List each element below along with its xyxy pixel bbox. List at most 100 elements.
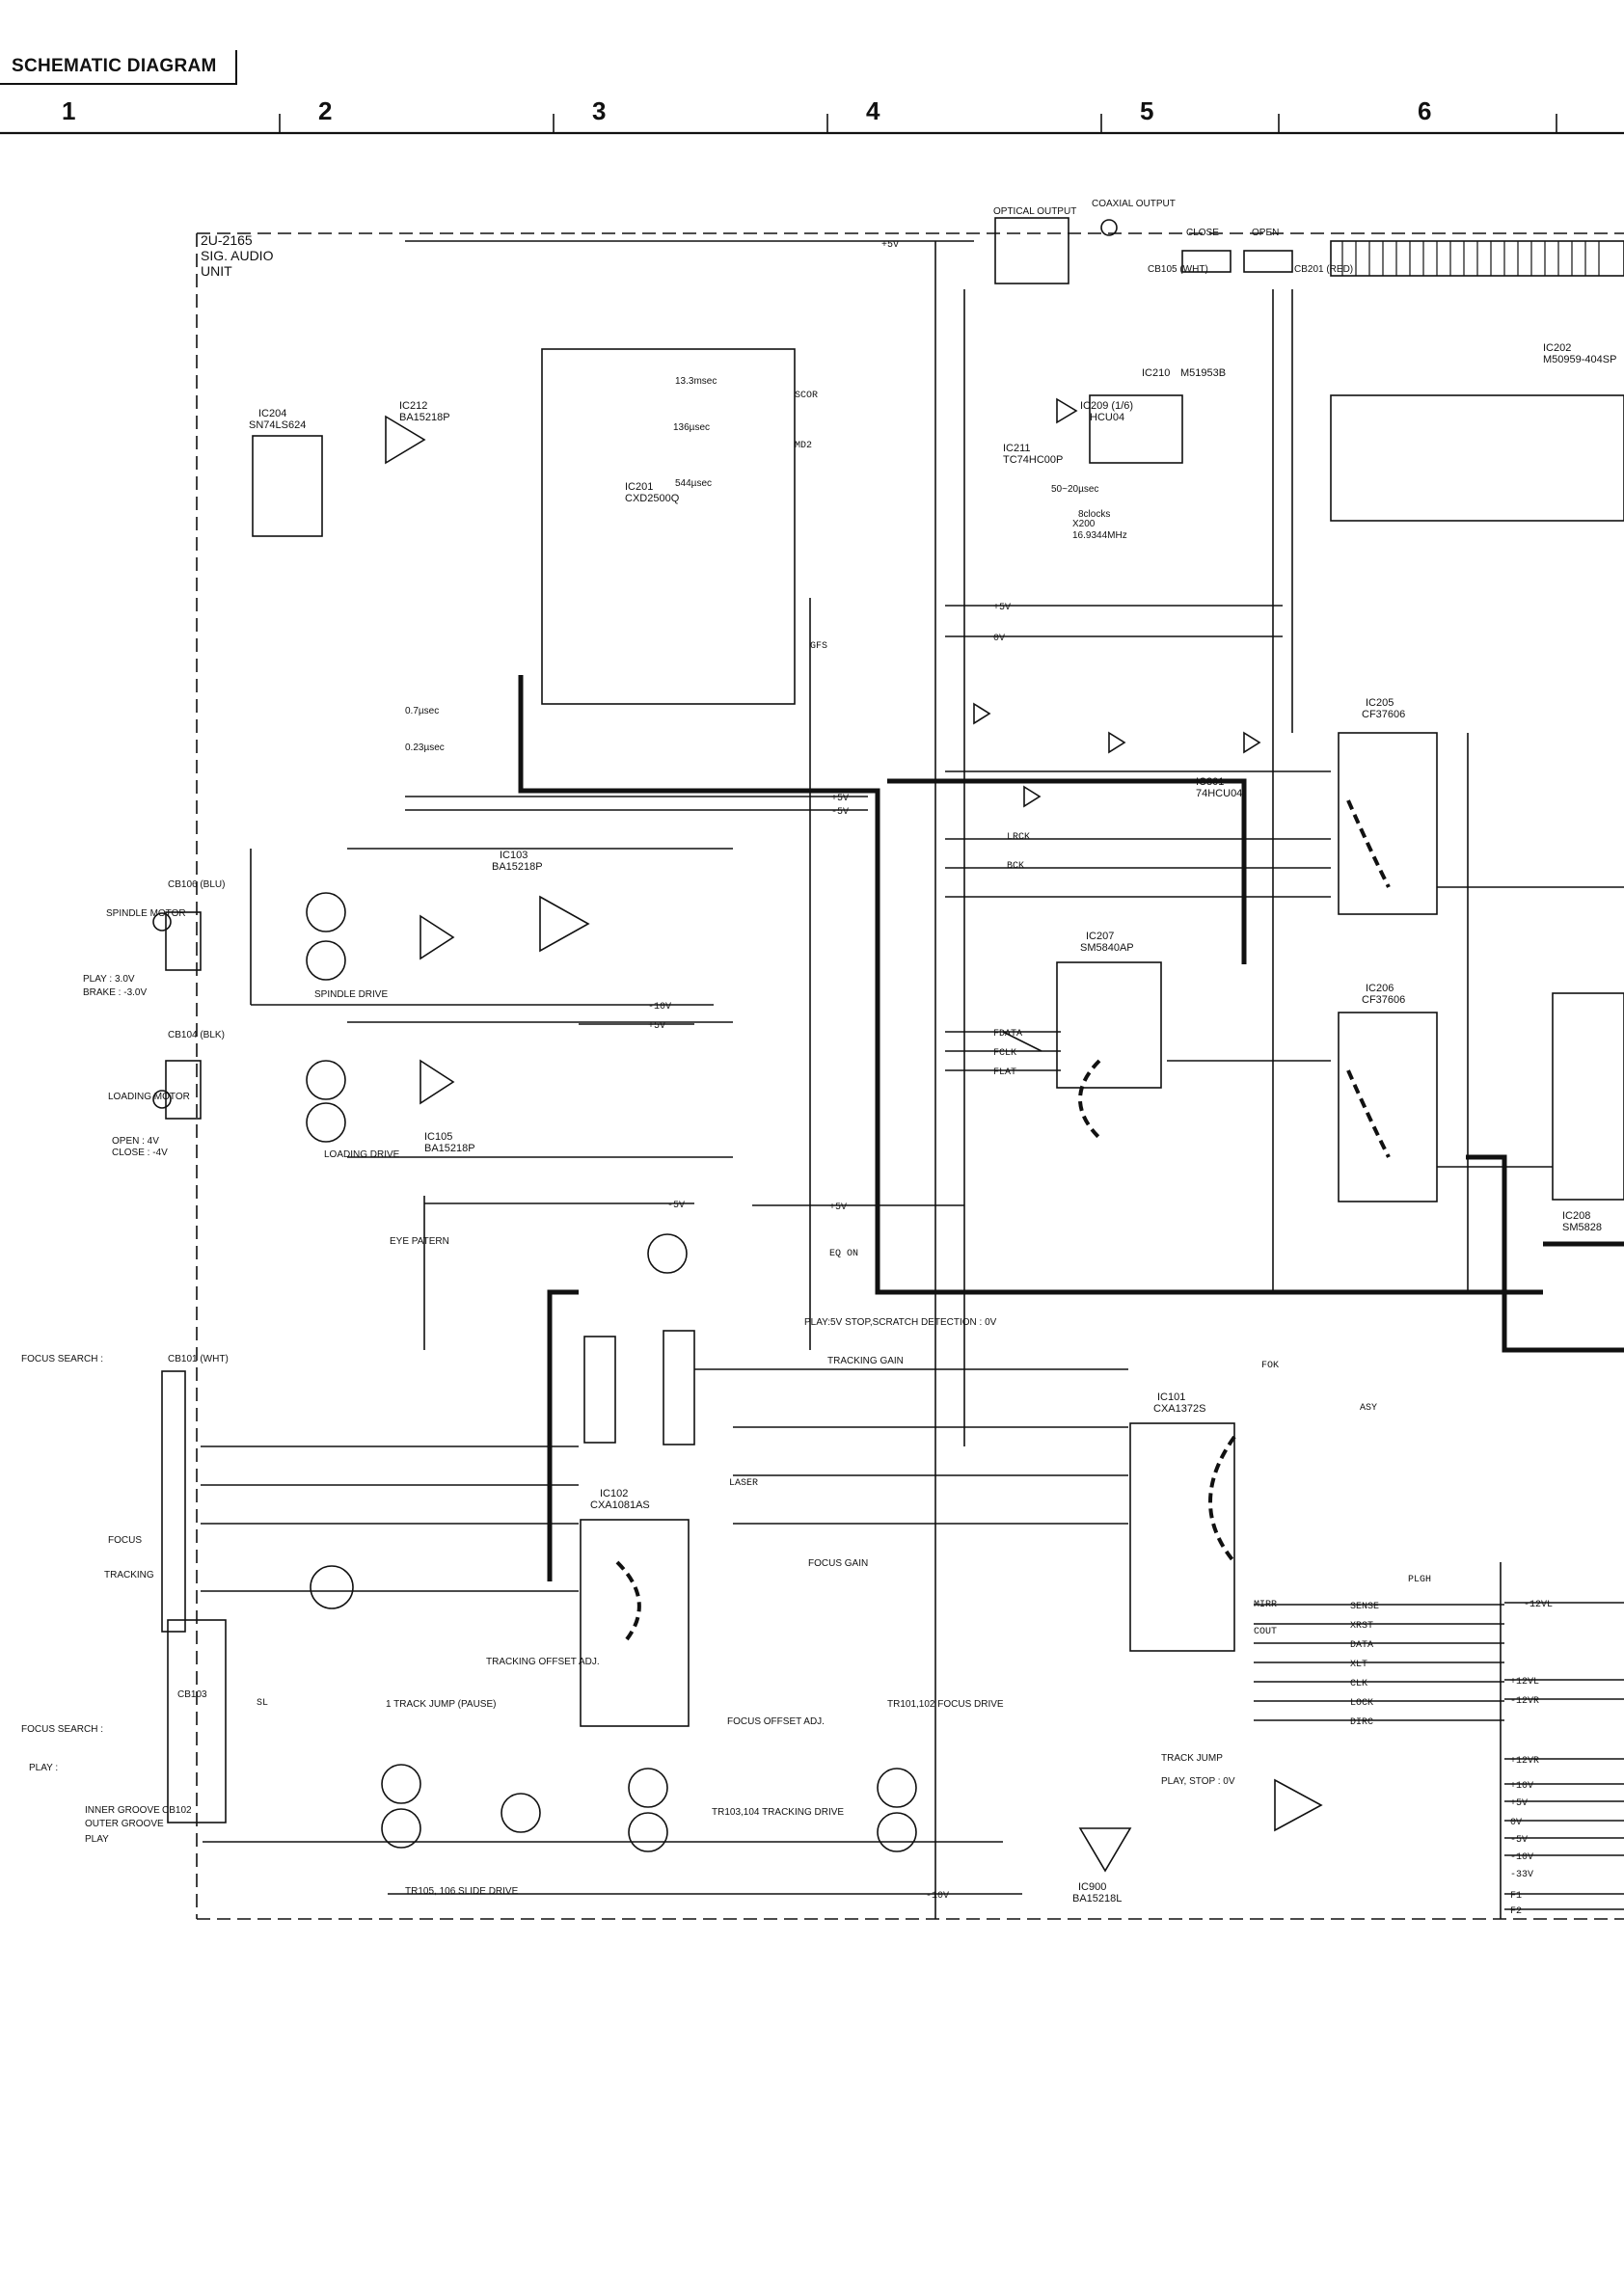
signal-sense: SENSE [1350, 1602, 1379, 1612]
crystal-label: X200 [1072, 519, 1096, 529]
loading-drive-label: LOADING DRIVE [324, 1149, 400, 1160]
signal-lrck: LRCK [1007, 832, 1030, 843]
ic103-part: BA15218P [492, 861, 543, 873]
zone-5: 5 [1140, 96, 1154, 125]
spindle-drive-label: SPINDLE DRIVE [314, 989, 388, 1000]
title-frame [0, 50, 237, 85]
optical-output-label: OPTICAL OUTPUT [993, 206, 1076, 217]
ic101-label: IC101 [1157, 1391, 1185, 1403]
signal-gfs: GFS [810, 641, 827, 652]
ic212-part: BA15218P [399, 412, 450, 423]
outer-groove-label: OUTER GROOVE [85, 1819, 164, 1829]
signal-cout: COUT [1254, 1627, 1277, 1637]
ic102-label: IC102 [600, 1488, 628, 1499]
focus-search-note: FOCUS SEARCH : [21, 1724, 103, 1735]
cb105-label: CB105 (WHT) [1148, 264, 1208, 275]
open-note: OPEN : 4V [112, 1136, 159, 1147]
ic206-part: CF37606 [1362, 994, 1405, 1006]
close-switch-label: CLOSE [1186, 228, 1219, 238]
zone-3: 3 [592, 96, 607, 125]
eye-pattern-label: EYE PATERN [390, 1236, 449, 1247]
ic209-part: HCU04 [1090, 412, 1124, 423]
unit-name-2: UNIT [201, 263, 232, 279]
tracking-drive-label: TR103,104 TRACKING DRIVE [712, 1807, 844, 1818]
slide-drive-label: TR105, 106 SLIDE DRIVE [405, 1886, 519, 1897]
zone-1: 1 [62, 96, 76, 125]
rail-f2: F2 [1510, 1906, 1522, 1917]
play-note: PLAY : 3.0V [83, 974, 135, 985]
signal-scor: SCOR [795, 391, 818, 401]
rail-m12vr: -12VR [1510, 1696, 1539, 1707]
rail-p5v-top: +5V [881, 240, 899, 251]
play-groove-label: PLAY [85, 1834, 109, 1845]
rail-f1: F1 [1510, 1891, 1522, 1902]
scratch-detection-label: PLAY:5V STOP,SCRATCH DETECTION : 0V [804, 1317, 997, 1328]
ic202-label: IC202 [1543, 342, 1571, 354]
signal-xrst: XRST [1350, 1621, 1373, 1632]
ic207-part: SM5840AP [1080, 942, 1134, 954]
signal-eq-on: EQ ON [829, 1249, 858, 1259]
signal-bck: BCK [1007, 861, 1024, 872]
signal-flat: FLAT [993, 1067, 1016, 1078]
ic205-part: CF37606 [1362, 709, 1405, 720]
rail-m12vl: -12VL [1524, 1600, 1553, 1610]
brake-note: BRAKE : -3.0V [83, 987, 147, 998]
ic208-label: IC208 [1562, 1210, 1590, 1222]
signal-plgh: PLGH [1408, 1575, 1431, 1585]
ic801-part: 74HCU04 [1196, 788, 1242, 799]
ic101-part: CXA1372S [1153, 1403, 1205, 1415]
focus-gain-label: FOCUS GAIN [808, 1558, 868, 1569]
cb102-label: CB102 [162, 1805, 192, 1816]
coaxial-output-label: COAXIAL OUTPUT [1092, 199, 1176, 209]
timing-8clocks: 8clocks [1078, 509, 1110, 520]
rail-m10v-left: -10V [648, 1002, 671, 1013]
signal-laser: LASER [729, 1478, 758, 1489]
rail-m10v-bottom: -10V [926, 1891, 949, 1902]
rail-m33v: -33V [1510, 1870, 1533, 1880]
ic211-label: IC211 [1003, 443, 1031, 454]
ic207-label: IC207 [1086, 931, 1114, 942]
cb104-label: CB104 (BLK) [168, 1030, 225, 1040]
ic204-label: IC204 [258, 408, 286, 419]
ic900-label: IC900 [1078, 1881, 1106, 1893]
cb106-label: CB106 (BLU) [168, 879, 225, 890]
rail-0v-right: 0V [1510, 1818, 1522, 1828]
tracking-label: TRACKING [104, 1570, 154, 1580]
close-note: CLOSE : -4V [112, 1148, 168, 1158]
signal-dirc: DIRC [1350, 1717, 1373, 1728]
signal-md2: MD2 [795, 441, 812, 451]
rail-p5v-ic201: +5V [831, 794, 849, 804]
ic202-part: M50959-404SP [1543, 354, 1616, 365]
rail-m10v-right: -10V [1510, 1852, 1533, 1863]
signal-xlt: XLT [1350, 1660, 1367, 1670]
unit-code: 2U-2165 [201, 232, 253, 248]
focus-search-label: FOCUS SEARCH : [21, 1354, 103, 1364]
rail-m5v-left: -5V [667, 1201, 685, 1211]
timing-07us: 0.7µsec [405, 706, 439, 716]
signal-fok: FOK [1261, 1361, 1279, 1371]
timing-50-20us: 50~20µsec [1051, 484, 1098, 495]
timing-136us: 136µsec [673, 422, 710, 433]
rail-p12vr: +12VR [1510, 1756, 1539, 1767]
play-stop-label: PLAY, STOP : 0V [1161, 1776, 1235, 1787]
crystal-freq: 16.9344MHz [1072, 530, 1127, 541]
signal-sl: SL [257, 1698, 268, 1709]
focus-label: FOCUS [108, 1535, 142, 1546]
timing-13ms: 13.3msec [675, 376, 717, 387]
page-title: SCHEMATIC DIAGRAM [12, 56, 217, 76]
ic208-part: SM5828 [1562, 1222, 1602, 1233]
ic900-part: BA15218L [1072, 1893, 1122, 1904]
zone-2: 2 [318, 96, 333, 125]
signal-lock: LOCK [1350, 1698, 1373, 1709]
rail-p5v-right: +5V [1510, 1798, 1528, 1809]
zone-4: 4 [866, 96, 880, 125]
cb101-label: CB101 (WHT) [168, 1354, 229, 1364]
rail-p5v-left: +5V [648, 1021, 665, 1032]
rail-p12vl: +12VL [1510, 1677, 1539, 1688]
rail-m5v-ic201: -5V [831, 807, 849, 818]
ic201-label: IC201 [625, 481, 653, 493]
ic102-part: CXA1081AS [590, 1499, 650, 1511]
signal-asy: ASY [1360, 1403, 1377, 1414]
ic801-label: IC801 [1196, 776, 1224, 788]
focus-offset-label: FOCUS OFFSET ADJ. [727, 1716, 825, 1727]
